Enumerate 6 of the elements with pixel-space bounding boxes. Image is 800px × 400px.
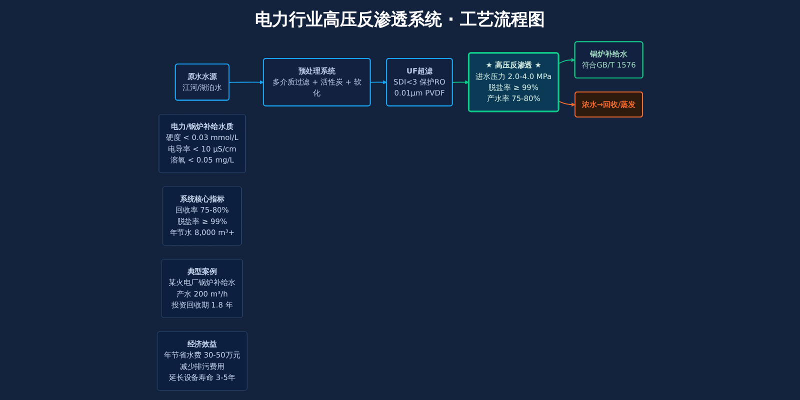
arrow [558, 100, 576, 107]
arrow [558, 58, 576, 64]
arrow [228, 80, 264, 84]
diagram-title: 电力行业高压反渗透系统 · 工艺流程图 [254, 9, 546, 31]
arrow [370, 80, 387, 84]
arrow [452, 80, 470, 84]
